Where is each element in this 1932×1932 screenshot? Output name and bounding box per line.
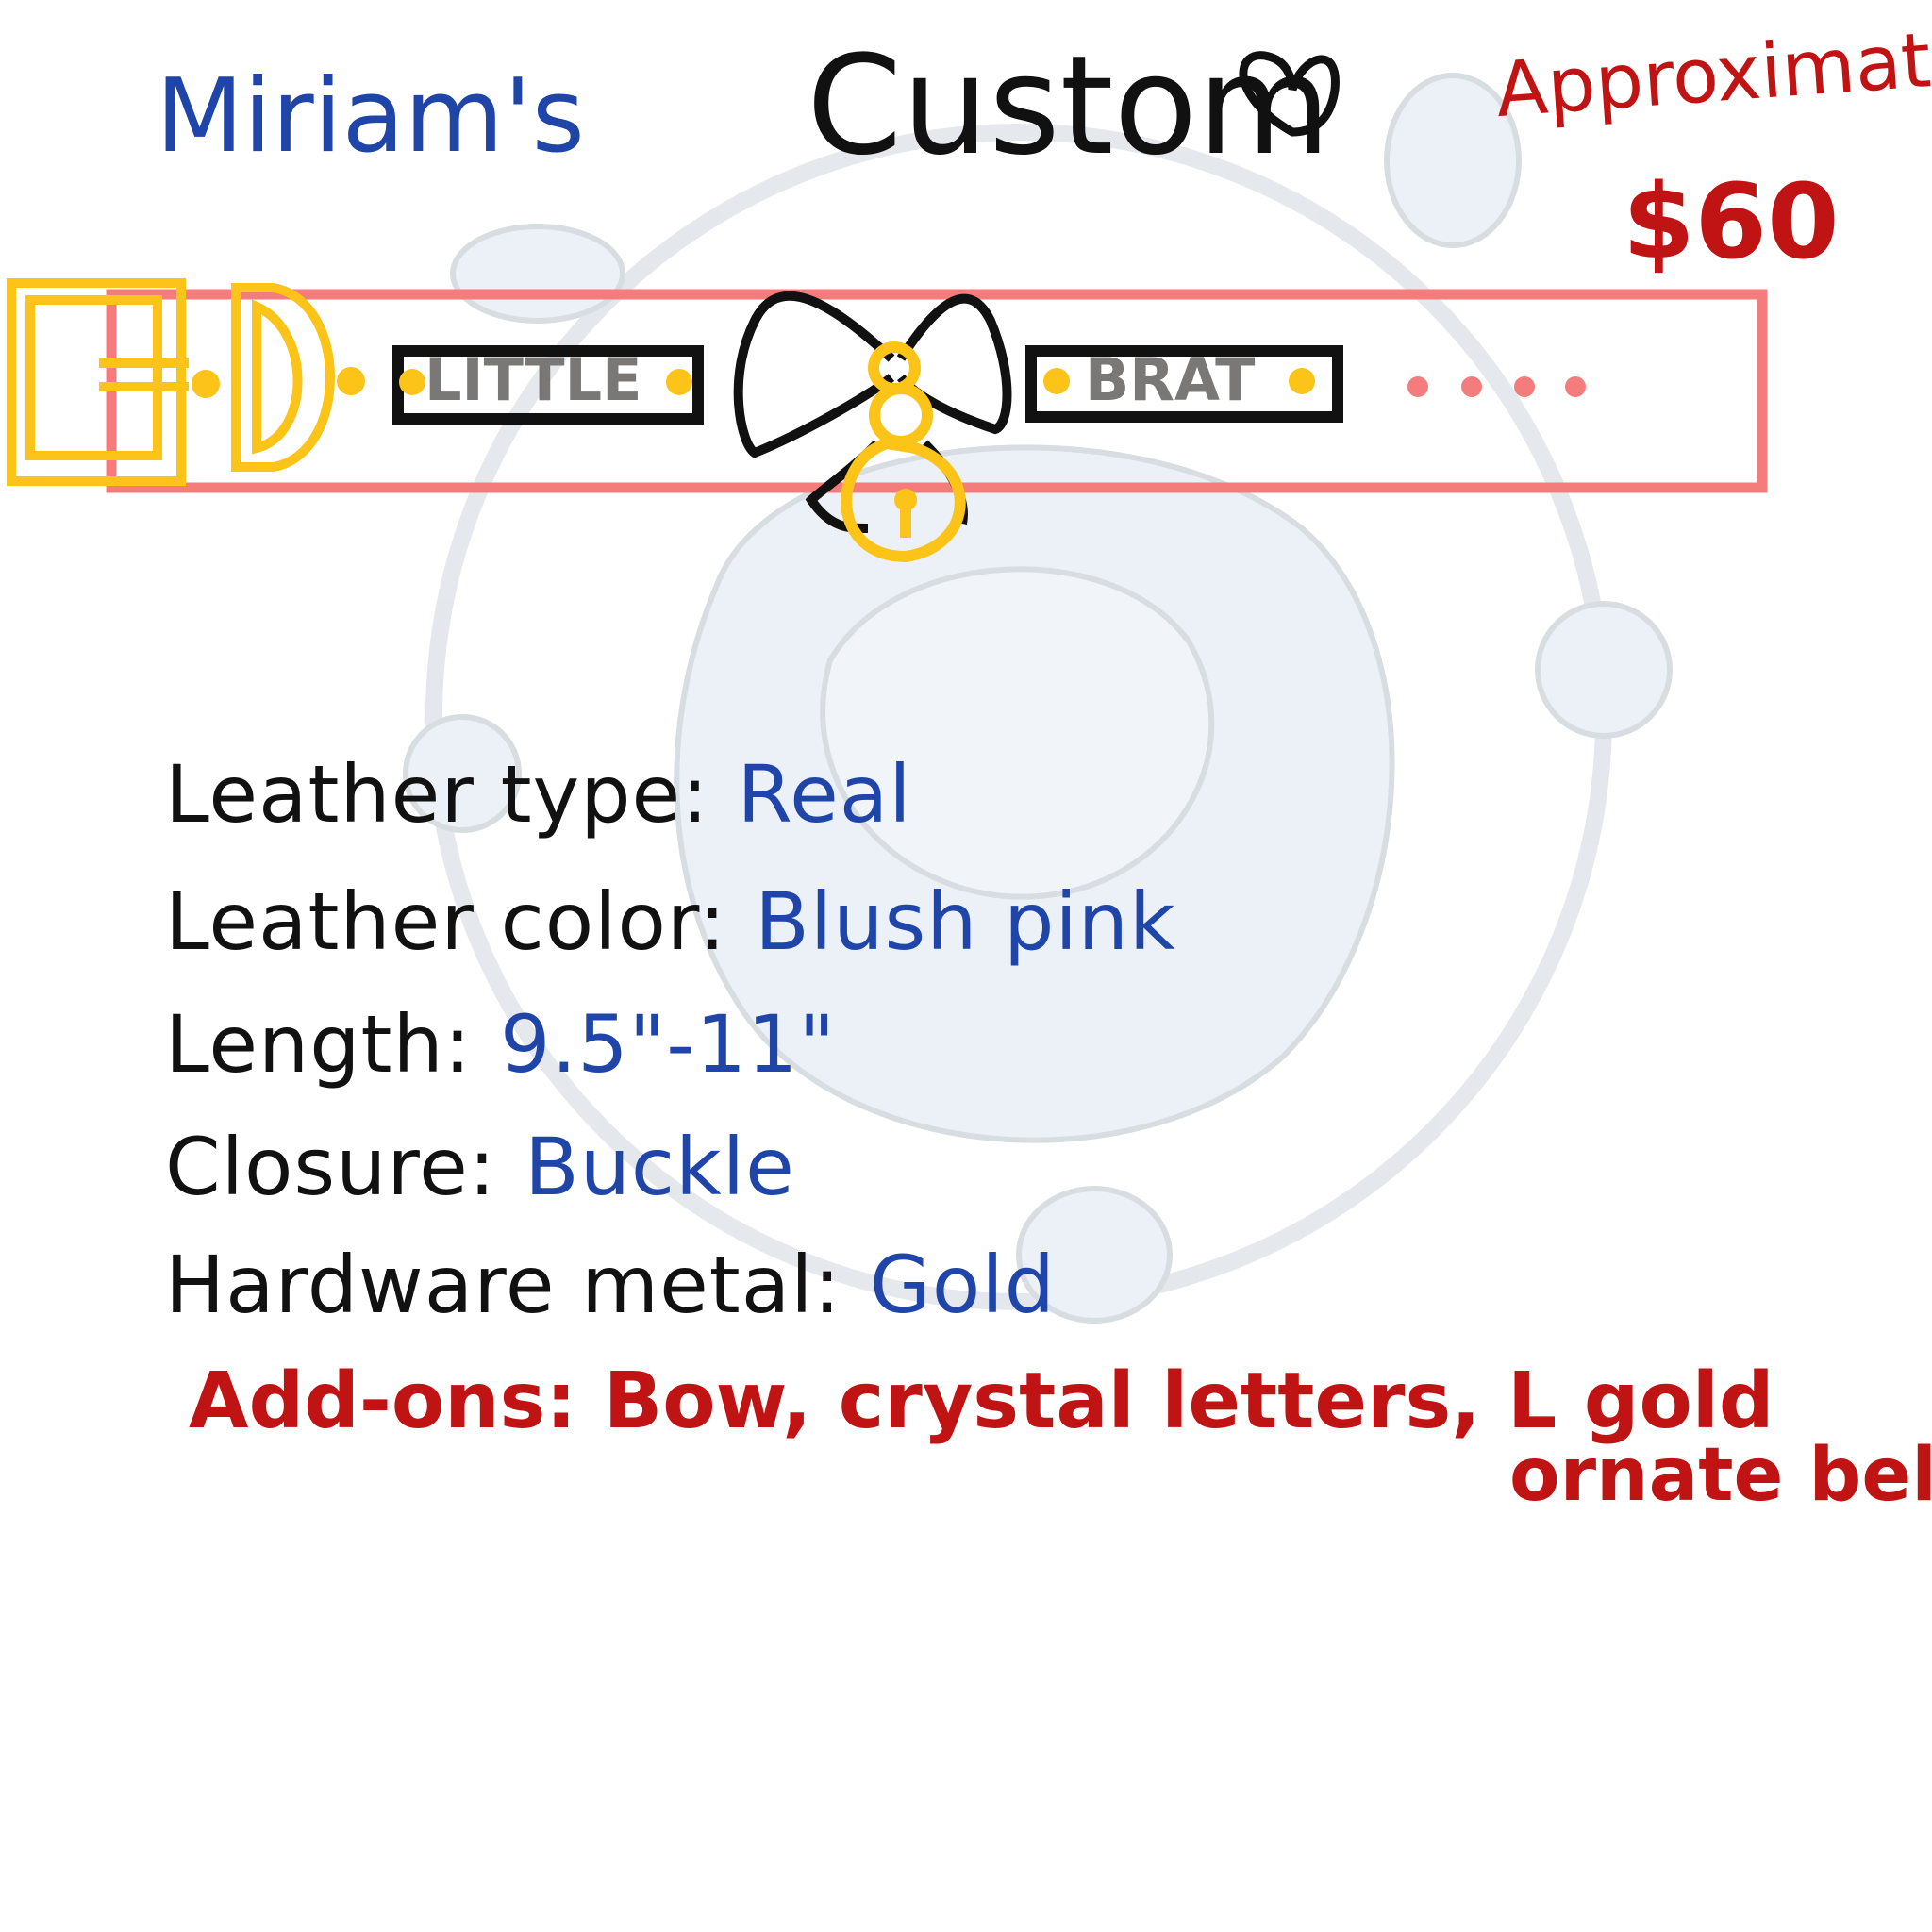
spec-value: 9.5"-11" <box>500 998 837 1091</box>
bell-icon <box>841 341 966 563</box>
spec-leather-type: Leather type:Real <box>165 755 912 834</box>
spec-value: Real <box>737 748 912 841</box>
spec-length: Length:9.5"-11" <box>165 1005 836 1084</box>
spec-closure: Closure:Buckle <box>165 1127 795 1207</box>
spec-value: Gold <box>869 1239 1056 1331</box>
heart-icon <box>1239 51 1340 137</box>
addons-line-2: ornate bell <box>1509 1433 1932 1518</box>
spec-value: Blush pink <box>755 875 1176 968</box>
buckle-icon <box>7 278 335 486</box>
spec-label: Leather color: <box>165 875 727 968</box>
plate-text-left: LITTLE <box>425 345 642 414</box>
spec-value: Buckle <box>525 1121 795 1213</box>
total-value: $60 <box>1623 161 1840 282</box>
more-dots <box>1407 376 1586 397</box>
spec-hardware-metal: Hardware metal:Gold <box>165 1245 1056 1324</box>
addons-label: Add-ons: <box>189 1357 577 1446</box>
addons-value: Bow, crystal letters, L gold <box>603 1357 1774 1446</box>
plate-brat <box>1025 345 1343 423</box>
addons-line: Add-ons: Bow, crystal letters, L gold <box>189 1363 1774 1441</box>
spec-leather-color: Leather color:Blush pink <box>165 882 1176 961</box>
customer-name: Miriam's <box>156 58 585 175</box>
plate-text-right: BRAT <box>1085 345 1256 414</box>
spec-label: Hardware metal: <box>165 1239 841 1331</box>
spec-label: Closure: <box>165 1121 497 1213</box>
spec-label: Length: <box>165 998 473 1091</box>
plate-little <box>392 345 704 425</box>
page-title: Custom <box>807 26 1331 186</box>
spec-label: Leather type: <box>165 748 709 841</box>
